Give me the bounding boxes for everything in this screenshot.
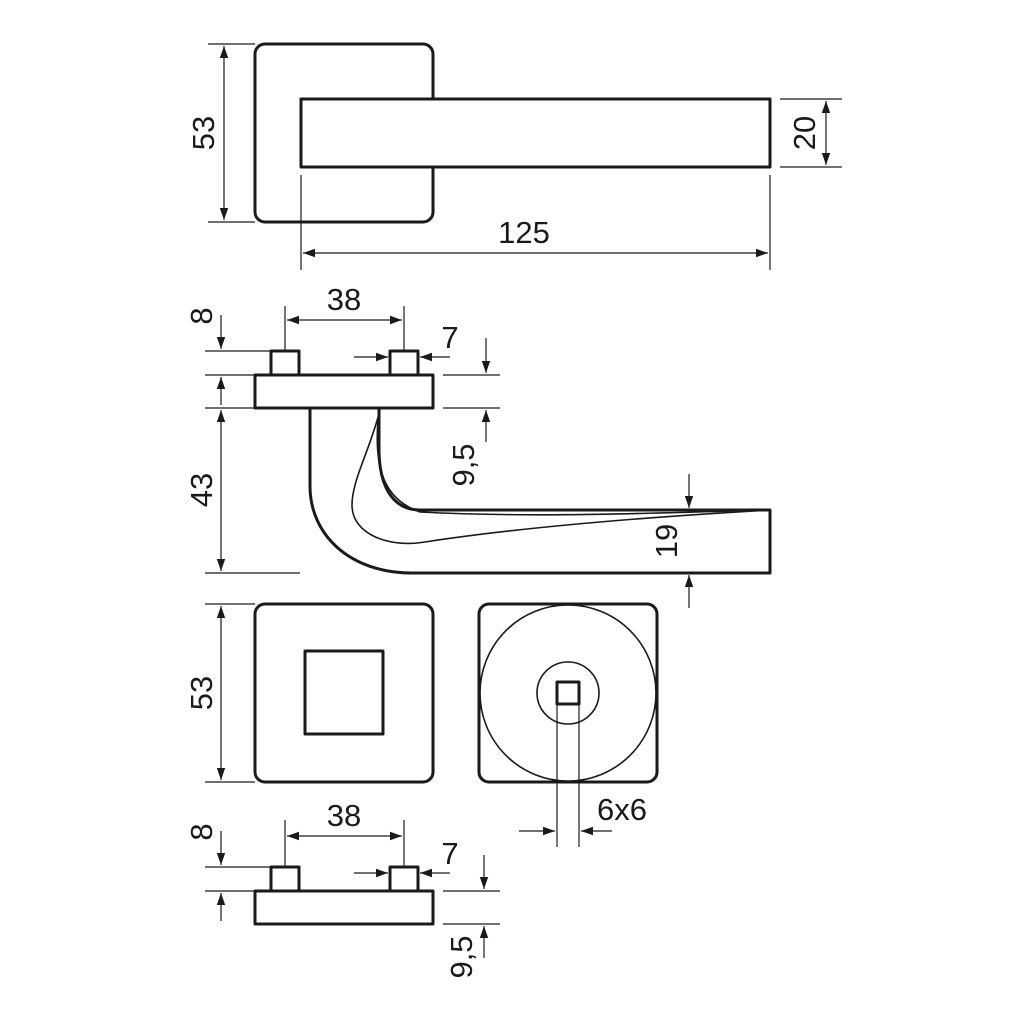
lever-projection-label: 43 bbox=[184, 473, 219, 507]
front-rose-square-hole bbox=[303, 649, 385, 736]
side-view: 38 8 7 9,5 43 19 bbox=[184, 282, 772, 608]
mid-pin-height-label: 8 bbox=[184, 307, 219, 324]
bottom-rose-plate bbox=[253, 889, 435, 926]
bottom-pin-width-label: 7 bbox=[441, 836, 458, 871]
bottom-pin-height-label: 8 bbox=[184, 823, 219, 840]
lever-end-height-label: 19 bbox=[649, 524, 684, 558]
side-pin-left bbox=[269, 349, 301, 377]
bottom-side-view: 38 8 7 9,5 bbox=[184, 798, 500, 979]
top-view: 53 20 125 bbox=[186, 42, 842, 270]
front-views: 53 6x6 bbox=[184, 602, 659, 847]
top-rose-height-label: 53 bbox=[186, 116, 221, 150]
front-rose-plate bbox=[253, 602, 435, 784]
spindle-square bbox=[555, 680, 581, 706]
escutcheon-plate bbox=[477, 602, 659, 784]
top-lever-bar bbox=[299, 97, 772, 169]
side-pin-right bbox=[388, 349, 420, 377]
side-lever-facet-inner bbox=[376, 419, 771, 516]
mid-pin-spacing-label: 38 bbox=[327, 282, 361, 317]
bottom-rose-thickness-label: 9,5 bbox=[444, 935, 479, 978]
front-rose-height-label: 53 bbox=[184, 676, 219, 710]
bottom-pin-spacing-label: 38 bbox=[327, 798, 361, 833]
side-lever-facet-outer bbox=[351, 409, 771, 545]
escutcheon-circle bbox=[479, 604, 657, 782]
lever-length-label: 125 bbox=[498, 215, 550, 250]
bottom-pin-left bbox=[269, 865, 301, 893]
lever-height-label: 20 bbox=[787, 116, 822, 150]
bottom-pin-right bbox=[388, 865, 420, 893]
spindle-boss-circle bbox=[536, 661, 600, 725]
mid-rose-thickness-label: 9,5 bbox=[446, 443, 481, 486]
side-lever-body bbox=[308, 408, 772, 575]
side-rose-plate bbox=[253, 373, 435, 410]
mid-pin-width-label: 7 bbox=[441, 320, 458, 355]
spindle-size-label: 6x6 bbox=[597, 792, 647, 827]
